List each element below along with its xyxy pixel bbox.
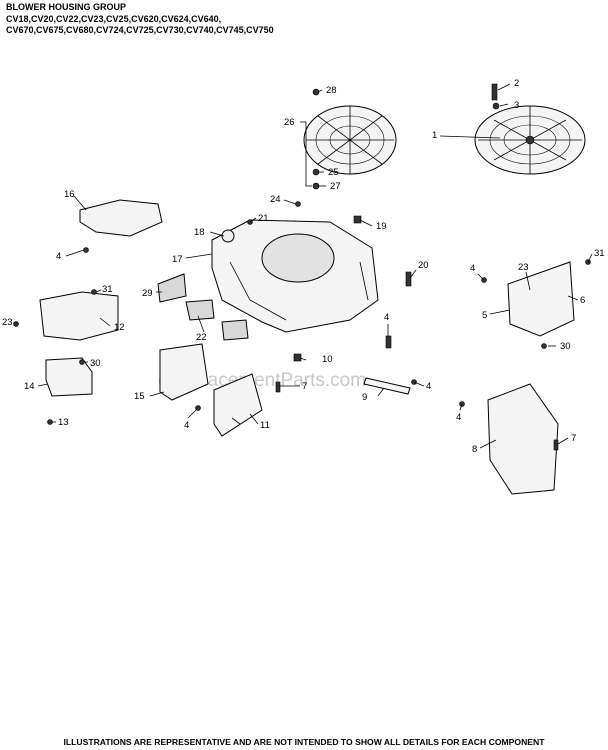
callout-19: 19 (376, 221, 387, 232)
callout-31: 31 (102, 284, 113, 295)
callout-7: 7 (571, 433, 576, 444)
callout-16: 16 (64, 189, 75, 200)
part-cover-small-22 (185, 299, 215, 321)
callout-7: 7 (302, 381, 307, 392)
callout-26: 26 (284, 117, 295, 128)
callout-4: 4 (184, 420, 189, 431)
part-support-bracket (363, 377, 411, 395)
disclaimer-footer: ILLUSTRATIONS ARE REPRESENTATIVE AND ARE… (63, 737, 545, 747)
hardware-fasteners (13, 83, 591, 451)
watermark: eReplacementParts.com (158, 370, 366, 391)
callout-23: 23 (2, 317, 13, 328)
callout-1: 1 (432, 130, 437, 141)
part-baffle-front-left (159, 343, 209, 401)
model-list-line-1: CV18,CV20,CV22,CV23,CV25,CV620,CV624,CV6… (6, 13, 222, 24)
part-baffle-right (507, 261, 575, 337)
callout-14: 14 (24, 381, 35, 392)
part-bracket-upper-left (79, 199, 163, 237)
part-baffle-front-right (213, 373, 263, 437)
callout-2: 2 (514, 78, 519, 89)
diagram-header: BLOWER HOUSING GROUP CV18,CV20,CV22,CV23… (6, 2, 602, 37)
callout-18: 18 (194, 227, 205, 238)
callout-8: 8 (472, 444, 477, 455)
callout-27: 27 (330, 181, 341, 192)
callout-30: 30 (90, 358, 101, 369)
callout-4: 4 (426, 381, 431, 392)
model-list-line-2: CV670,CV675,CV680,CV724,CV725,CV730,CV74… (6, 25, 274, 35)
callout-25: 25 (328, 167, 339, 178)
callout-30: 30 (560, 341, 571, 352)
callout-4: 4 (384, 312, 389, 323)
callout-13: 13 (58, 417, 69, 428)
callout-9: 9 (362, 392, 367, 403)
part-fan-guard (474, 105, 586, 175)
callout-31: 31 (594, 248, 605, 259)
part-grass-screen (303, 105, 397, 175)
callout-20: 20 (418, 260, 429, 271)
callout-4: 4 (470, 263, 475, 274)
part-shield-lower-right (487, 383, 559, 495)
callout-12: 12 (114, 322, 125, 333)
callout-3: 3 (514, 100, 519, 111)
callout-24: 24 (270, 194, 281, 205)
part-baffle-left (39, 291, 119, 341)
callout-5: 5 (482, 310, 487, 321)
callout-22: 22 (196, 332, 207, 343)
callout-4: 4 (56, 251, 61, 262)
part-cover-29 (157, 273, 187, 303)
callout-23: 23 (518, 262, 529, 273)
diagram-title: BLOWER HOUSING GROUP (6, 2, 127, 12)
part-baffle-lower-left (45, 357, 93, 397)
callout-29: 29 (142, 288, 153, 299)
callout-11: 11 (260, 420, 270, 431)
callout-15: 15 (134, 391, 145, 402)
callout-10: 10 (322, 354, 333, 365)
callout-4: 4 (456, 412, 461, 423)
callout-21: 21 (258, 213, 269, 224)
callout-6: 6 (580, 295, 585, 306)
part-blower-housing (211, 219, 379, 333)
callout-17: 17 (172, 254, 183, 265)
leader-lines (15, 83, 593, 449)
callout-28: 28 (326, 85, 337, 96)
callout-labels: 1 2 3 4 4 4 4 4 4 5 6 7 7 8 9 10 11 12 1… (2, 78, 605, 455)
